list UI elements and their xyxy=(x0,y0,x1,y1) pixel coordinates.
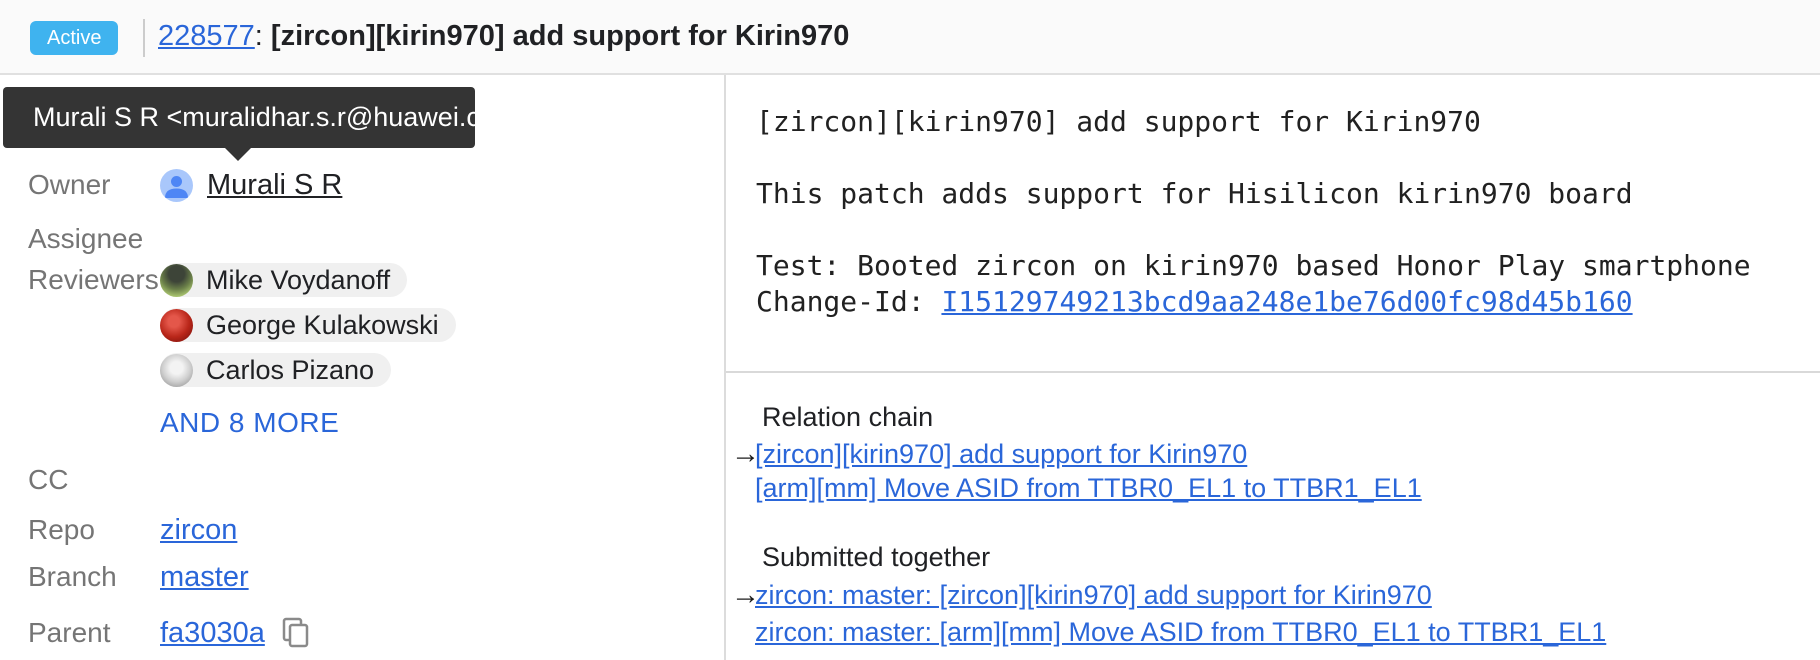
submitted-together-item: → zircon: master: [zircon][kirin970] add… xyxy=(731,578,1432,612)
parent-commit-link[interactable]: fa3030a xyxy=(160,616,265,649)
parent-label: Parent xyxy=(28,617,111,648)
page-title: [zircon][kirin970] add support for Kirin… xyxy=(270,20,850,52)
relation-chain-link[interactable]: [zircon][kirin970] add support for Kirin… xyxy=(755,439,1248,469)
owner-email-tooltip: Murali S R <muralidhar.s.r@huawei.com> xyxy=(3,87,533,148)
tooltip-caret xyxy=(225,148,251,161)
assignee-row: Assignee xyxy=(0,222,724,256)
branch-row: Branch master xyxy=(0,560,724,594)
reviewer-name: Mike Voydanoff xyxy=(206,264,391,295)
commit-body-line: This patch adds support for Hisilicon ki… xyxy=(756,177,1633,210)
section-divider xyxy=(726,371,1820,373)
cc-label: CC xyxy=(28,464,69,495)
reviewers-row: George Kulakowski xyxy=(0,308,724,342)
reviewers-label: Reviewers xyxy=(28,264,159,295)
branch-link[interactable]: master xyxy=(160,560,249,593)
relation-chain-item: → [zircon][kirin970] add support for Kir… xyxy=(731,437,1247,471)
header-separator: : xyxy=(254,20,271,52)
change-metadata-pane: Murali S R <muralidhar.s.r@huawei.com> O… xyxy=(0,75,724,660)
reviewer-avatar xyxy=(160,263,193,297)
commit-subject: [zircon][kirin970] add support for Kirin… xyxy=(756,105,1481,138)
header-title: 228577: [zircon][kirin970] add support f… xyxy=(158,0,849,73)
copy-icon[interactable] xyxy=(281,617,311,649)
commit-blank-line xyxy=(756,140,1751,176)
header-divider xyxy=(143,19,145,57)
branch-label: Branch xyxy=(28,561,117,592)
submitted-together-heading: Submitted together xyxy=(762,542,991,572)
reviewer-chip[interactable]: Mike Voydanoff xyxy=(160,263,408,297)
changeid-link[interactable]: I15129749213bcd9aa248e1be76d00fc98d45b16… xyxy=(941,285,1633,318)
person-icon xyxy=(165,175,188,198)
commit-message: [zircon][kirin970] add support for Kirin… xyxy=(756,104,1751,320)
repo-row: Repo zircon xyxy=(0,513,724,547)
repo-label: Repo xyxy=(28,514,95,545)
reviewer-chip[interactable]: Carlos Pizano xyxy=(160,353,392,387)
more-reviewers-row: AND 8 MORE xyxy=(0,406,724,440)
parent-row: Parent fa3030a xyxy=(0,616,724,650)
status-badge: Active xyxy=(30,21,119,55)
commit-blank-line xyxy=(756,212,1751,248)
assignee-label: Assignee xyxy=(28,223,144,254)
submitted-together-item: zircon: master: [arm][mm] Move ASID from… xyxy=(731,615,1606,649)
cc-row: CC xyxy=(0,463,724,497)
reviewer-name: George Kulakowski xyxy=(206,309,439,340)
changeid-label: Change-Id: xyxy=(756,285,942,318)
owner-name-link[interactable]: Murali S R xyxy=(207,168,343,201)
owner-label: Owner xyxy=(28,169,111,200)
owner-row: Owner Murali S R xyxy=(0,168,724,202)
and-more-button[interactable]: AND 8 MORE xyxy=(160,407,340,438)
change-number-link[interactable]: 228577 xyxy=(158,20,255,52)
change-header: Active 228577: [zircon][kirin970] add su… xyxy=(0,0,1820,75)
relation-chain-link[interactable]: [arm][mm] Move ASID from TTBR0_EL1 to TT… xyxy=(755,473,1422,503)
reviewer-avatar xyxy=(160,308,193,342)
change-content-pane: [zircon][kirin970] add support for Kirin… xyxy=(724,75,1820,660)
current-change-arrow-icon: → xyxy=(731,579,760,611)
reviewers-row: Carlos Pizano xyxy=(0,353,724,387)
reviewer-avatar xyxy=(160,353,193,387)
submitted-together-link[interactable]: zircon: master: [zircon][kirin970] add s… xyxy=(755,580,1432,610)
current-change-arrow-icon: → xyxy=(731,438,760,470)
submitted-together-link[interactable]: zircon: master: [arm][mm] Move ASID from… xyxy=(755,617,1607,647)
repo-link[interactable]: zircon xyxy=(160,513,238,546)
owner-avatar xyxy=(160,168,193,202)
reviewer-chip[interactable]: George Kulakowski xyxy=(160,308,456,342)
reviewers-row: Reviewers Mike Voydanoff xyxy=(0,263,724,297)
reviewer-name: Carlos Pizano xyxy=(206,354,375,385)
commit-changeid-line: Change-Id: I15129749213bcd9aa248e1be76d0… xyxy=(756,284,1751,320)
relation-chain-heading: Relation chain xyxy=(762,402,934,432)
relation-chain-item: [arm][mm] Move ASID from TTBR0_EL1 to TT… xyxy=(731,471,1422,505)
commit-test-line: Test: Booted zircon on kirin970 based Ho… xyxy=(756,249,1751,282)
